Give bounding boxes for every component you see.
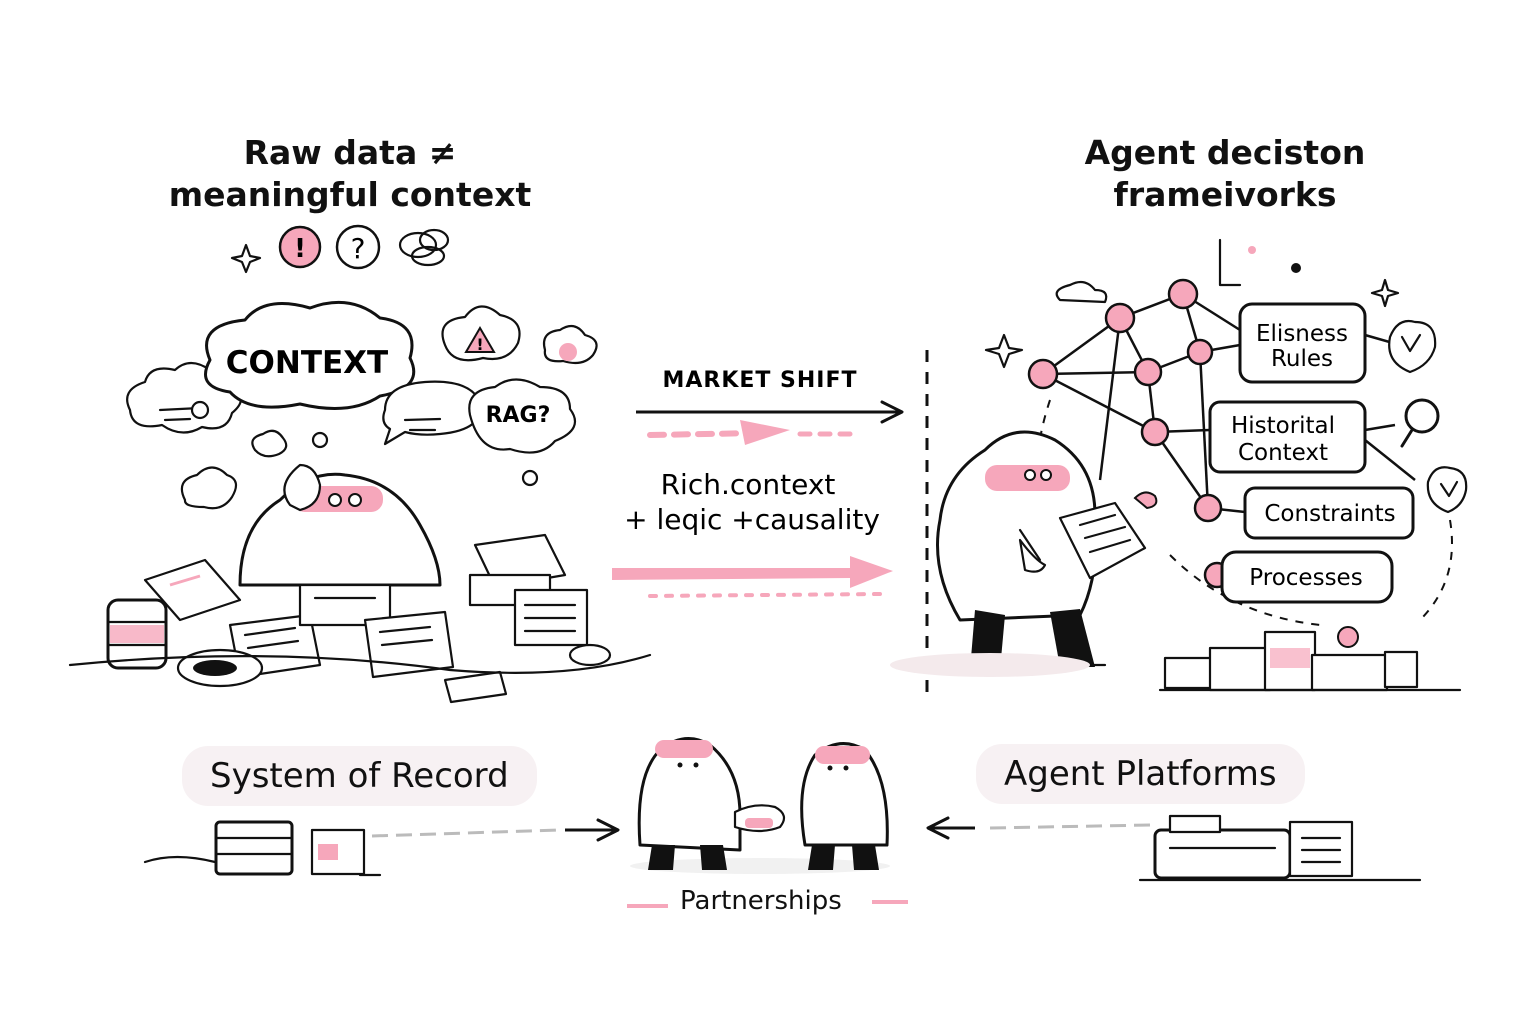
rag-cloud: RAG?: [468, 378, 577, 454]
warning-cloud: !: [441, 305, 521, 362]
question-glyph: ?: [351, 232, 366, 265]
scribble-cloud: [180, 429, 288, 510]
left-dashed-arrow: [371, 818, 620, 842]
fw-box2-line2: Context: [1238, 440, 1328, 466]
left-title: Raw data ≠ meaningful context: [160, 132, 540, 216]
left-title-line2: meaningful context: [168, 175, 532, 214]
sparkle-icon-right: [984, 278, 1400, 369]
pink-dash-arrow: [647, 420, 863, 445]
paper-pile-right: [1158, 626, 1462, 692]
clipboard-icon: [1058, 501, 1147, 580]
system-of-record-pill: System of Record: [182, 746, 537, 806]
agent-platforms-pill: Agent Platforms: [976, 744, 1305, 804]
fw-box4-label: Processes: [1249, 565, 1362, 591]
framework-box-rules: Elisness Rules: [1238, 302, 1367, 384]
check-pin-icon-2: [1426, 466, 1468, 514]
rag-bubble-label: RAG?: [486, 403, 551, 428]
sparkle-icon: [230, 243, 262, 274]
framework-box-history: Historital Context: [1208, 400, 1367, 474]
market-shift-label: MARKET SHIFT: [662, 368, 857, 393]
pink-cloud: [542, 324, 598, 365]
question-bubble-icon: ?: [335, 224, 381, 270]
rich-context-arrow: [612, 556, 893, 598]
fw-box1-line2: Rules: [1271, 346, 1333, 372]
right-dashed-arrow: [926, 816, 1151, 840]
right-title: Agent deciston frameivorks: [1040, 132, 1410, 216]
fw-box2-line1: Historital: [1231, 413, 1335, 439]
system-record-docs: [143, 820, 382, 877]
right-title-line2: frameivorks: [1113, 175, 1337, 214]
worried-character: [238, 463, 442, 587]
context-bubble-label: CONTEXT: [226, 345, 388, 381]
fw-box1-line1: Elisness: [1256, 321, 1348, 347]
inspector-character: [936, 430, 1158, 670]
speech-bubble: [382, 380, 482, 446]
fw-box3-label: Constraints: [1264, 501, 1395, 527]
tangle-icon: [398, 228, 450, 267]
agent-platform-devices: [1138, 814, 1422, 882]
market-shift-arrow: [636, 400, 904, 424]
left-title-line1: Raw data ≠: [243, 133, 457, 172]
framework-box-processes: Processes: [1220, 550, 1394, 604]
exclamation-bubble-icon: !: [278, 225, 322, 269]
decision-network: [1027, 278, 1453, 626]
check-pin-icon: [1388, 319, 1437, 374]
paper-pile-left: [68, 533, 652, 704]
exclaim-glyph: !: [294, 234, 306, 264]
warning-glyph: !: [476, 335, 483, 354]
arrow-label-line2: + leqic +causality: [624, 503, 880, 536]
magnifier-icon: [1400, 398, 1440, 448]
partnerships-caption: Partnerships: [680, 886, 842, 916]
handshake-characters: [630, 737, 890, 874]
thought-cloud-context: CONTEXT: [190, 300, 416, 420]
framework-box-constraints: Constraints: [1243, 486, 1415, 540]
arrow-label-line1: Rich.context: [661, 468, 836, 501]
right-title-line1: Agent deciston: [1084, 133, 1366, 172]
